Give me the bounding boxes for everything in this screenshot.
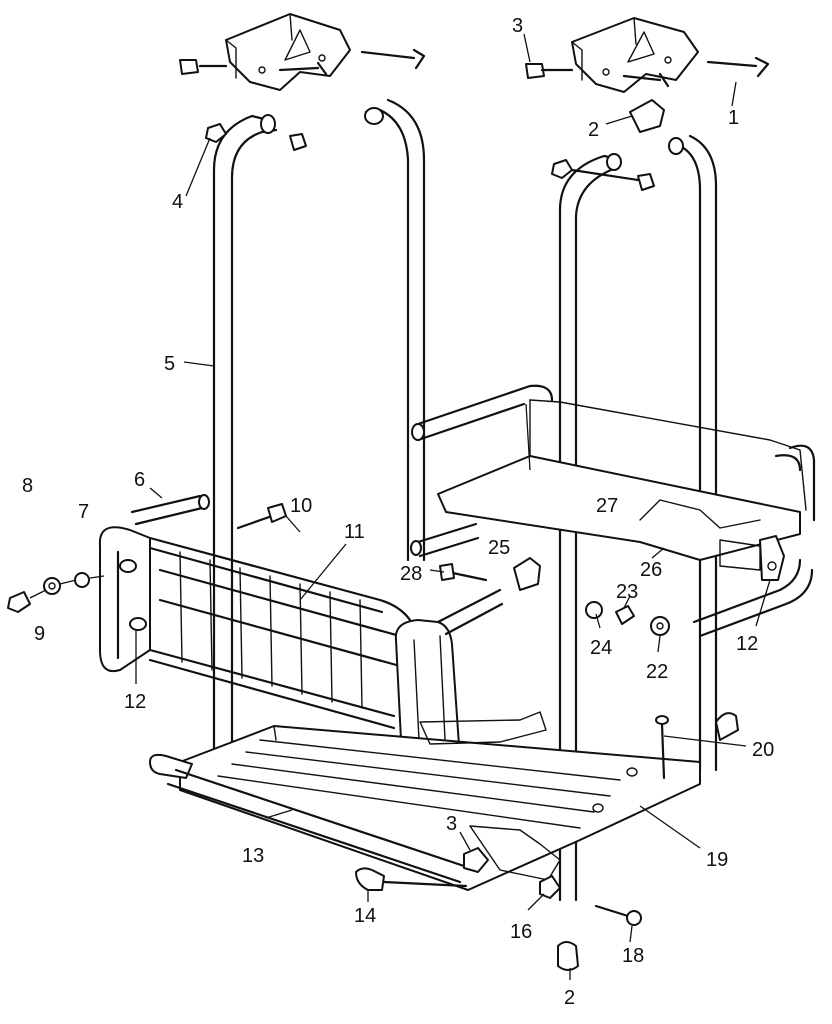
hanger-tube-right-front bbox=[558, 153, 622, 902]
callout-2-upper: 2 bbox=[588, 119, 599, 141]
bracket-12-right bbox=[759, 535, 785, 581]
callout-14: 14 bbox=[354, 905, 376, 927]
footrest-tube bbox=[166, 768, 561, 884]
bolt-10 bbox=[236, 503, 287, 530]
nuts-4 bbox=[205, 123, 307, 151]
callout-16: 16 bbox=[510, 921, 532, 943]
end-cap-lower bbox=[557, 941, 579, 971]
screw-20 bbox=[655, 715, 669, 780]
nuts-22-23-24 bbox=[585, 601, 670, 636]
callout-3-lower: 3 bbox=[446, 813, 457, 835]
callout-5: 5 bbox=[164, 353, 175, 375]
callout-3-upper: 3 bbox=[512, 15, 523, 37]
callout-12-right: 12 bbox=[736, 633, 758, 655]
callout-9: 9 bbox=[34, 623, 45, 645]
callout-7: 7 bbox=[78, 501, 89, 523]
callout-18: 18 bbox=[622, 945, 644, 967]
callout-24: 24 bbox=[590, 637, 612, 659]
callout-13: 13 bbox=[242, 845, 264, 867]
callout-27: 27 bbox=[596, 495, 618, 517]
hanger-tube-right-rear bbox=[668, 134, 718, 772]
callout-4: 4 bbox=[172, 191, 183, 213]
bolt-28 bbox=[439, 557, 541, 591]
callout-6: 6 bbox=[134, 469, 145, 491]
nut-3-lower bbox=[463, 847, 489, 873]
rear-lower-rail bbox=[692, 558, 814, 638]
callout-2-lower: 2 bbox=[564, 987, 575, 1009]
rail-25 bbox=[410, 522, 480, 558]
callout-labels: 1 2 3 4 5 6 7 8 9 10 11 12 12 13 14 16 1… bbox=[22, 15, 774, 1009]
callout-28: 28 bbox=[400, 563, 422, 585]
end-cap-upper bbox=[629, 99, 665, 133]
callout-23: 23 bbox=[616, 581, 638, 603]
callout-10: 10 bbox=[290, 495, 312, 517]
callout-12-left: 12 bbox=[124, 691, 146, 713]
callout-22: 22 bbox=[646, 661, 668, 683]
callout-19: 19 bbox=[706, 849, 728, 871]
leader-lines bbox=[135, 33, 771, 980]
callout-1: 1 bbox=[728, 107, 739, 129]
hanger-bracket-right bbox=[525, 17, 770, 93]
callout-26: 26 bbox=[640, 559, 662, 581]
hanger-tube-left-front bbox=[212, 114, 278, 762]
callout-25: 25 bbox=[488, 537, 510, 559]
seat-pan bbox=[149, 711, 739, 891]
side-rail-6 bbox=[130, 494, 210, 526]
callout-8: 8 bbox=[22, 475, 33, 497]
hanger-tube-left-rear bbox=[364, 98, 426, 562]
callout-11: 11 bbox=[344, 521, 365, 543]
bolt-18 bbox=[594, 904, 642, 926]
cap-14 bbox=[355, 867, 468, 891]
hanger-bracket-left bbox=[179, 13, 426, 91]
back-rail-tube bbox=[411, 384, 816, 522]
nut-16 bbox=[539, 875, 561, 899]
callout-20: 20 bbox=[752, 739, 774, 761]
washer-nut-7-8-9 bbox=[7, 572, 105, 613]
nuts-3-upper bbox=[551, 159, 655, 191]
seat-back-panel bbox=[437, 399, 807, 571]
front-guard-frame bbox=[98, 526, 412, 730]
